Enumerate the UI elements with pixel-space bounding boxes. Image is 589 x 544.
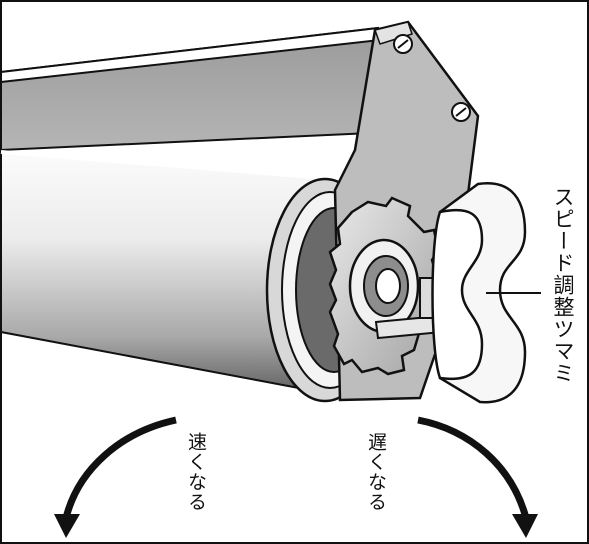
slower-label: 遅くなる — [365, 432, 387, 512]
faster-label: 速くなる — [185, 432, 207, 512]
curved-arrow-down-right-icon — [417, 416, 538, 538]
curved-arrow-down-left-icon — [54, 416, 177, 538]
bracket-top-fold — [374, 21, 413, 45]
roller-highlight — [0, 150, 353, 182]
speed-knob[interactable] — [431, 208, 484, 381]
housing-panel — [0, 26, 394, 152]
hub-center — [375, 268, 401, 304]
screw-icon — [393, 34, 413, 54]
screw-icon — [451, 102, 471, 122]
speed-knob-label: スピード調整ツマミ — [551, 186, 575, 384]
